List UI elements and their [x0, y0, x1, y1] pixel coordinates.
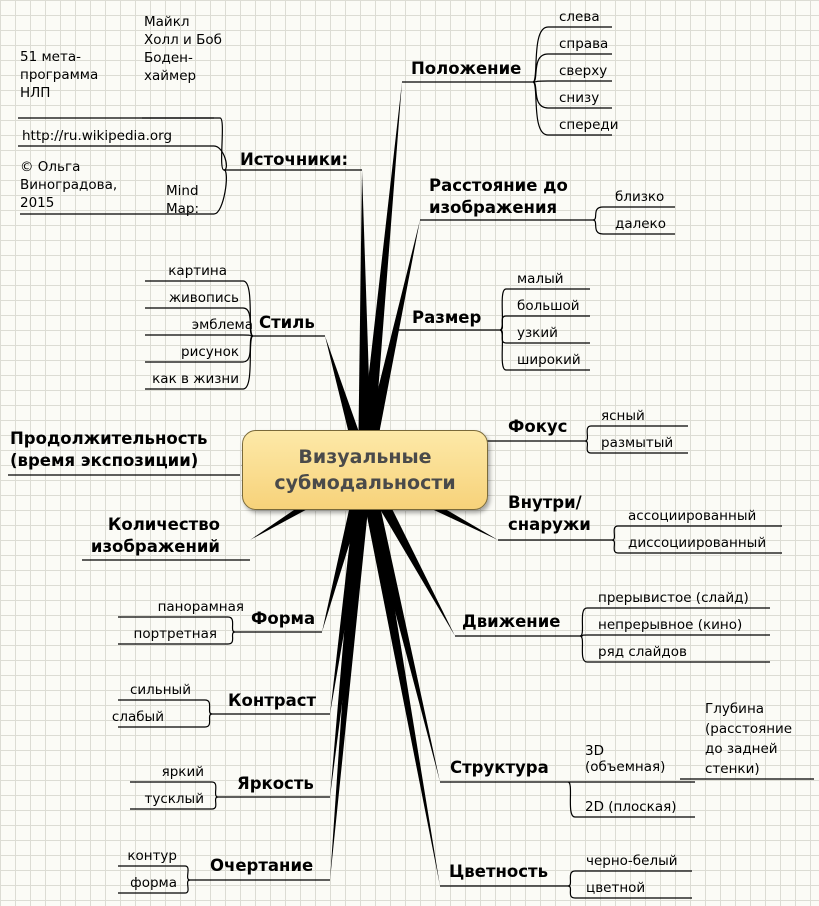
connector-line-3 [532, 80, 612, 83]
leaf-yarkost-dim[interactable]: тусклый [144, 791, 205, 807]
leaf-tsvetnost-bw[interactable]: черно-белый [586, 853, 678, 869]
leaf-dvizhenie-movie[interactable]: непрерывное (кино) [598, 617, 743, 633]
connector-line-10 [499, 288, 590, 331]
leaf-vnutri-dissociated[interactable]: диссоциированный [628, 535, 767, 551]
branch-dvizhenie[interactable]: Движение [462, 612, 561, 631]
leaf-struktura-3d[interactable]: 3D (объемная) [585, 743, 666, 775]
connector-line-56 [118, 879, 191, 894]
branch-vnutri[interactable]: Внутри/ снаружи [508, 493, 591, 534]
connector-line-30 [567, 885, 692, 899]
branch-kolichestvo[interactable]: Количество изображений [90, 515, 220, 556]
leaf-stil-picture[interactable]: картина [168, 263, 227, 279]
connector-line-8 [592, 219, 675, 235]
connector-line-29 [567, 870, 692, 887]
leaf-forma-panoramic[interactable]: панорамная [157, 599, 244, 615]
connector-line-55 [118, 865, 191, 881]
branch-prodolzhitelnost[interactable]: Продолжительность (время экспозиции) [10, 429, 208, 470]
leaf-rasstoyanie-far[interactable]: далеко [615, 216, 666, 232]
source-mindmap[interactable]: Mind Map: [166, 183, 200, 217]
branch-stil[interactable]: Стиль [259, 313, 315, 332]
leaf-dvizhenie-slides[interactable]: ряд слайдов [598, 644, 687, 660]
connector-line-18 [611, 525, 782, 541]
connector-line-50 [118, 713, 213, 728]
connector-line-16 [584, 440, 688, 454]
branch-kontrast[interactable]: Контраст [228, 691, 317, 710]
leaf-stil-lifelike[interactable]: как в жизни [152, 371, 239, 387]
connector-line-7 [592, 206, 675, 221]
connector-line-33 [18, 117, 225, 171]
connector-line-39 [145, 307, 254, 337]
leaf-yarkost-bright[interactable]: яркий [161, 764, 204, 780]
source-wikipedia[interactable]: http://ru.wikipedia.org [22, 128, 173, 144]
branch-lines [8, 26, 814, 899]
leaf-polozhenie-right[interactable]: справа [559, 36, 609, 52]
leaf-razmer-big[interactable]: большой [517, 298, 580, 314]
leaf-polozhenie-bottom[interactable]: снизу [559, 90, 600, 106]
branch-istochniki[interactable]: Источники: [240, 150, 349, 169]
branch-fokus[interactable]: Фокус [508, 417, 568, 436]
connector-line-53 [130, 796, 219, 810]
source-authors[interactable]: Майкл Холл и Боб Боден- хаймер [144, 14, 222, 84]
branch-struktura[interactable]: Структура [450, 758, 549, 777]
leaf-razmer-narrow[interactable]: узкий [517, 325, 558, 341]
leaf-ochertanie-form[interactable]: форма [130, 875, 177, 891]
connector-line-47 [118, 631, 236, 645]
leaf-tsvetnost-color[interactable]: цветной [586, 880, 646, 896]
spoke-15 [330, 469, 372, 880]
connector-line-13 [499, 329, 590, 371]
leaf-kontrast-strong[interactable]: сильный [129, 682, 191, 698]
connector-line-42 [145, 335, 254, 390]
spoke-7 [358, 468, 440, 886]
spoke-1 [358, 220, 420, 472]
leaf-ochertanie-contour[interactable]: контур [127, 848, 177, 864]
branch-rasstoyanie[interactable]: Расстояние до изображения [429, 176, 568, 217]
leaf-polozhenie-left[interactable]: слева [559, 9, 600, 25]
leaf-vnutri-associated[interactable]: ассоциированный [628, 508, 757, 524]
spoke-0 [358, 82, 402, 471]
source-book[interactable]: 51 мета- программа НЛП [20, 49, 99, 101]
branch-razmer[interactable]: Размер [412, 308, 482, 327]
branch-ochertanie[interactable]: Очертание [210, 856, 314, 875]
leaf-stil-drawing[interactable]: рисунок [181, 344, 239, 360]
branch-yarkost[interactable]: Яркость [237, 774, 314, 793]
leaf-polozhenie-front[interactable]: спереди [559, 117, 619, 133]
spoke-8 [358, 170, 372, 471]
branch-polozhenie[interactable]: Положение [411, 59, 522, 78]
leaf-fokus-blurred[interactable]: размытый [601, 435, 674, 451]
leaf-fokus-clear[interactable]: ясный [601, 408, 645, 424]
leaf-polozhenie-top[interactable]: сверху [559, 63, 608, 79]
connector-line-19 [611, 539, 782, 554]
central-topic[interactable]: Визуальные субмодальности [242, 430, 488, 510]
connector-line-15 [584, 425, 688, 442]
branch-forma[interactable]: Форма [251, 609, 316, 628]
source-copyright[interactable]: © Ольга Виноградова, 2015 [20, 159, 118, 211]
leaf-stil-emblem[interactable]: эмблема [191, 317, 253, 333]
connector-line-46 [118, 616, 236, 633]
connector-line-34 [18, 145, 227, 171]
leaf-rasstoyanie-near[interactable]: близко [615, 189, 665, 205]
branch-tsvetnost[interactable]: Цветность [449, 862, 549, 881]
leaf-struktura-2d[interactable]: 2D (плоская) [585, 799, 677, 815]
connector-line-40 [145, 334, 254, 337]
connector-line-21 [579, 607, 770, 637]
connector-line-26 [567, 781, 695, 818]
leaf-razmer-small[interactable]: малый [517, 271, 564, 287]
connector-line-11 [499, 315, 590, 331]
leaf-forma-portrait[interactable]: портретная [133, 626, 217, 642]
leaf-dvizhenie-slide[interactable]: прерывистое (слайд) [598, 590, 749, 606]
leaf-stil-painting[interactable]: живопись [168, 290, 239, 306]
leaf-razmer-wide[interactable]: широкий [517, 352, 581, 368]
connector-line-35 [20, 169, 227, 215]
connector-line-5 [532, 81, 612, 136]
connector-line-49 [118, 699, 213, 715]
leaf-struktura-depth[interactable]: Глубина (расстояние до задней стенки) [705, 701, 793, 777]
connector-line-23 [579, 635, 770, 663]
connector-line-22 [579, 634, 770, 637]
connector-line-2 [532, 53, 612, 83]
leaf-kontrast-weak[interactable]: слабый [111, 709, 164, 725]
connector-line-52 [130, 781, 219, 798]
